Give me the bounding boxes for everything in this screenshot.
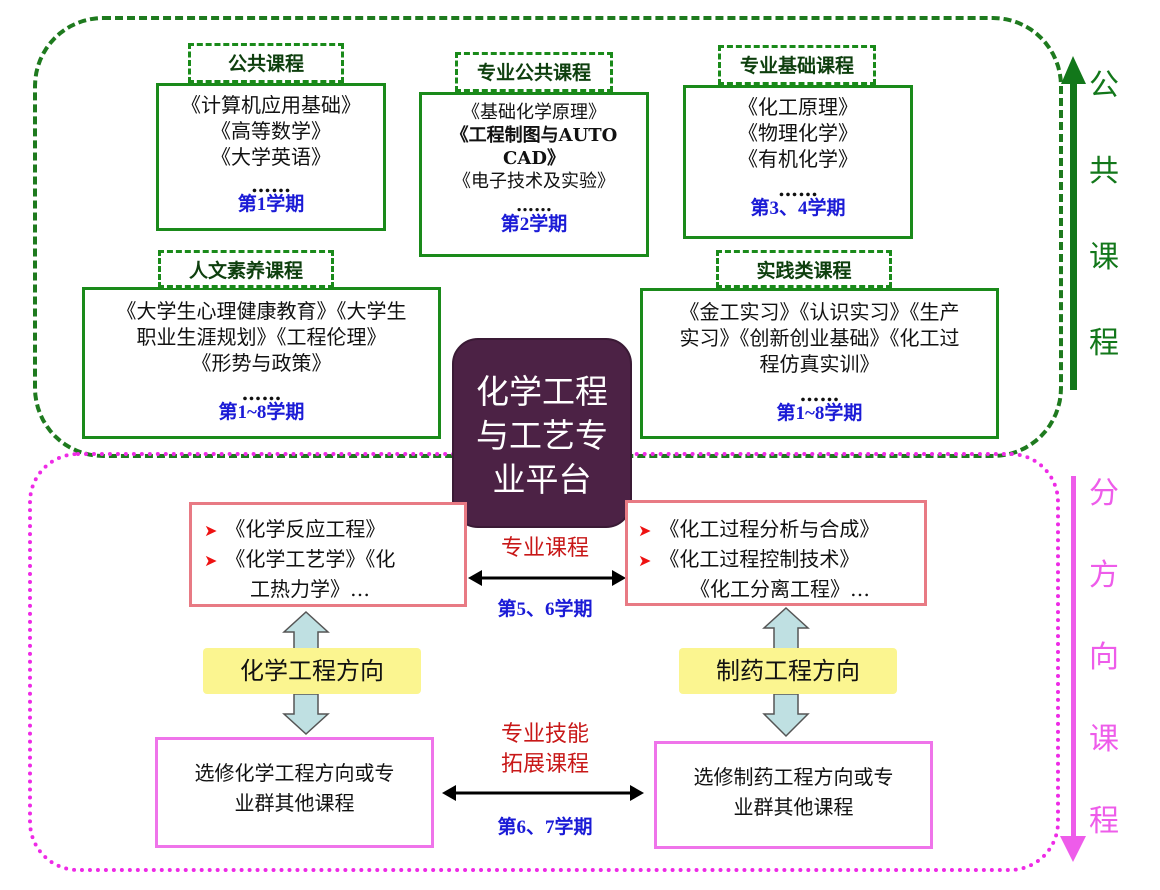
practice-course-tag: 实践类课程	[716, 250, 892, 288]
pharma-direction-label: 制药工程方向	[679, 648, 897, 694]
course-line: 《金工实习》《认识实习》《生产	[679, 300, 960, 324]
side-char: 程	[1089, 804, 1119, 839]
branch-down-arrow-icon	[1060, 476, 1086, 862]
major-platform-block: 化学工程 与工艺专 业平台	[452, 338, 632, 528]
side-char: 程	[1089, 326, 1119, 361]
public-side-label: 公 共 课 程	[1084, 60, 1124, 404]
major-basic-course-box: 《化工原理》 《物理化学》 《有机化学》 …… 第3、4学期	[683, 85, 913, 239]
extension-term-label: 第6、7学期	[497, 817, 593, 838]
side-char: 共	[1089, 154, 1119, 189]
course-item: 工热力学》…	[250, 577, 370, 601]
side-char: 分	[1089, 476, 1119, 511]
bullet-arrow-icon: ➤	[638, 551, 652, 570]
course-line: 程仿真实训》	[759, 352, 880, 376]
major-term-label: 第5、6学期	[497, 599, 593, 620]
major-course-label: 专业课程	[500, 536, 589, 561]
major-basic-course-tag: 专业基础课程	[718, 45, 876, 85]
course-item: 《化工原理》	[738, 95, 858, 119]
extension-course-label: 专业技能 拓展课程	[460, 720, 630, 780]
term-label: 第3、4学期	[750, 198, 846, 219]
elective-line: 选修制药工程方向或专	[693, 765, 894, 789]
ellipsis: ……	[516, 195, 552, 216]
course-line: 《大学生心理健康教育》《大学生	[116, 299, 407, 323]
practice-course-box: 《金工实习》《认识实习》《生产 实习》《创新创业基础》《化工过 程仿真实训》 ……	[640, 288, 999, 439]
pharma-up-arrow-icon	[762, 606, 810, 651]
branch-side-label: 分 方 向 课 程	[1084, 468, 1124, 878]
platform-line: 与工艺专	[476, 416, 608, 455]
course-item: 《化工分离工程》…	[690, 577, 870, 601]
chem-down-arrow-icon	[282, 693, 330, 736]
course-row: ➤ 《化工过程分析与合成》	[638, 515, 924, 545]
chem-elective-box: 选修化学工程方向或专 业群其他课程	[155, 737, 434, 848]
term-label: 第1学期	[237, 194, 305, 215]
course-item: 《化学工艺学》《化	[225, 547, 396, 571]
ellipsis: ……	[799, 382, 840, 406]
course-item: 《大学英语》	[211, 145, 331, 169]
course-item: CAD》	[503, 148, 565, 169]
ellipsis: ……	[241, 381, 282, 405]
humanities-course-tag: 人文素养课程	[158, 250, 334, 288]
extension-label-line: 拓展课程	[500, 752, 589, 777]
extension-label-line: 专业技能	[500, 722, 589, 747]
platform-line: 化学工程	[476, 372, 608, 411]
side-char: 公	[1089, 68, 1119, 103]
bullet-arrow-icon: ➤	[638, 521, 652, 540]
term-label: 第1~8学期	[776, 403, 863, 424]
platform-line: 业平台	[492, 460, 592, 499]
extension-double-arrow-icon	[442, 785, 644, 801]
side-char: 课	[1089, 240, 1119, 275]
course-item: 《基础化学原理》	[462, 102, 606, 123]
course-line: 实习》《创新创业基础》《化工过	[679, 326, 960, 350]
side-char: 向	[1089, 640, 1119, 675]
course-row: ➤ 《化学工艺学》《化	[204, 545, 464, 575]
pharma-down-arrow-icon	[762, 693, 810, 738]
humanities-course-box: 《大学生心理健康教育》《大学生 职业生涯规划》《工程伦理》 《形势与政策》 ………	[82, 287, 441, 439]
major-public-course-tag: 专业公共课程	[455, 52, 613, 92]
elective-line: 业群其他课程	[733, 795, 854, 819]
ellipsis: ……	[778, 177, 818, 201]
general-course-tag: 公共课程	[188, 43, 344, 83]
major-double-arrow-icon	[468, 570, 626, 586]
course-row: ➤ 《化工过程控制技术》	[638, 545, 924, 575]
elective-line: 选修化学工程方向或专	[194, 761, 395, 785]
course-line: 《形势与政策》	[191, 351, 332, 375]
side-char: 课	[1089, 722, 1119, 757]
course-line: 职业生涯规划》《工程伦理》	[136, 325, 387, 349]
chem-direction-label: 化学工程方向	[203, 648, 421, 694]
course-item: 《工程制图与AUTO	[450, 125, 618, 146]
term-label: 第1~8学期	[218, 402, 305, 423]
course-item: 《有机化学》	[738, 147, 858, 171]
term-label: 第2学期	[500, 214, 568, 235]
course-row: ➤ 《化学反应工程》	[204, 515, 464, 545]
pharma-major-course-box: ➤ 《化工过程分析与合成》 ➤ 《化工过程控制技术》 《化工分离工程》…	[625, 500, 927, 606]
bullet-arrow-icon: ➤	[204, 551, 218, 570]
bullet-arrow-icon: ➤	[204, 521, 218, 540]
course-item: 《化学反应工程》	[225, 517, 386, 541]
chem-major-course-box: ➤ 《化学反应工程》 ➤ 《化学工艺学》《化 工热力学》…	[189, 502, 467, 607]
course-item: 《高等数学》	[211, 119, 331, 143]
course-item: 《物理化学》	[738, 121, 858, 145]
course-item: 《化工过程控制技术》	[659, 547, 860, 571]
general-course-box: 《计算机应用基础》 《高等数学》 《大学英语》 …… 第1学期	[156, 83, 386, 231]
pharma-elective-box: 选修制药工程方向或专 业群其他课程	[654, 741, 933, 849]
ellipsis: ……	[251, 173, 291, 197]
course-item: 《计算机应用基础》	[181, 93, 361, 117]
side-char: 方	[1089, 558, 1119, 593]
public-up-arrow-icon	[1061, 56, 1086, 390]
chem-up-arrow-icon	[282, 610, 330, 653]
course-item: 《电子技术及实验》	[453, 171, 615, 192]
major-public-course-box: 《基础化学原理》 《工程制图与AUTO CAD》 《电子技术及实验》 …… 第2…	[419, 92, 649, 257]
course-item: 《化工过程分析与合成》	[659, 517, 880, 541]
elective-line: 业群其他课程	[234, 791, 355, 815]
